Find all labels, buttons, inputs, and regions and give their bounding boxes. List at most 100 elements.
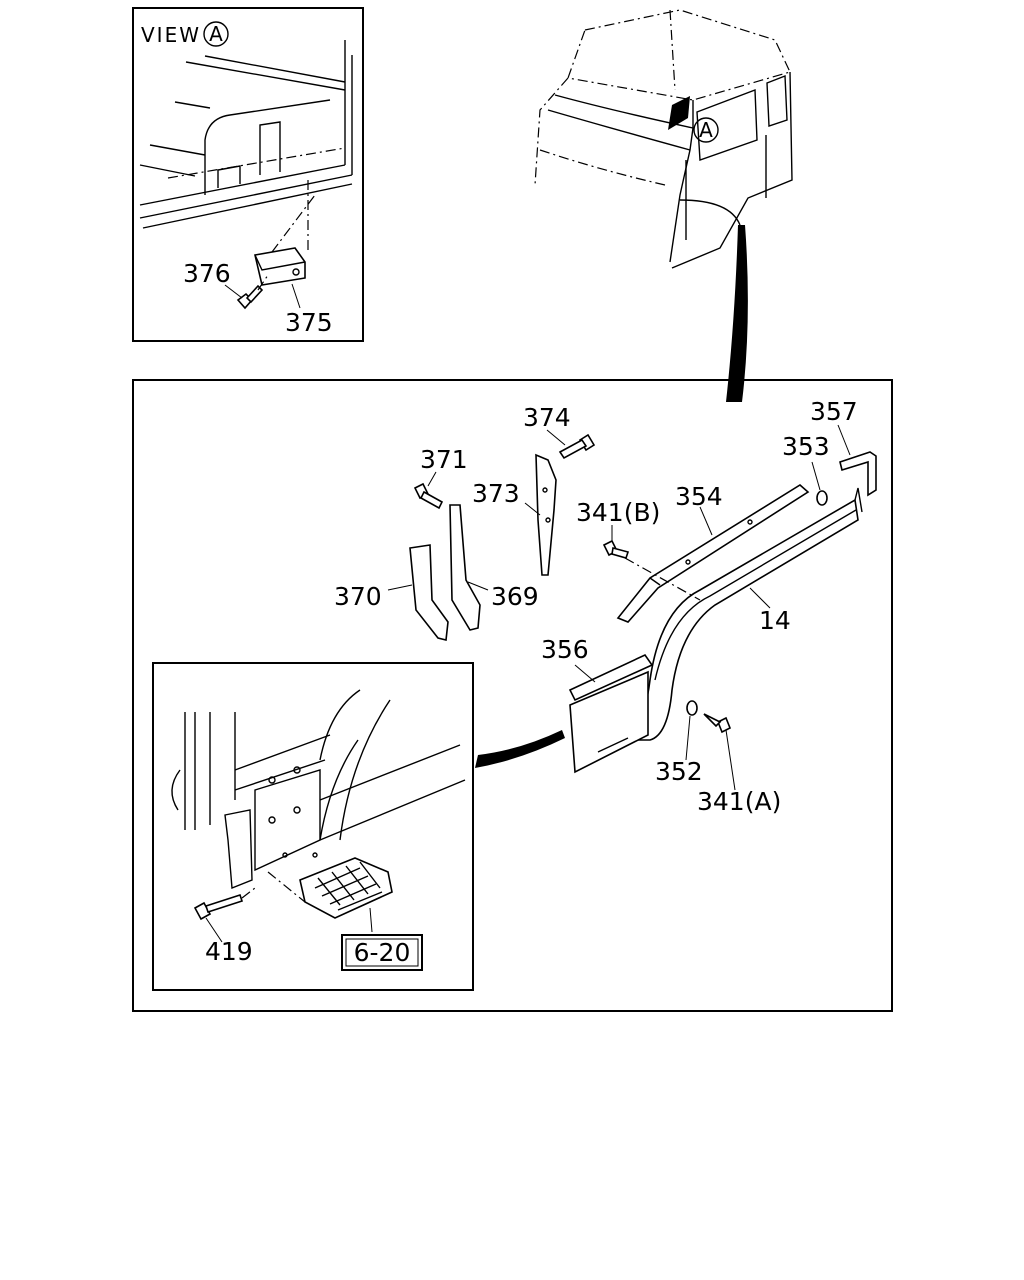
- washer-353: [816, 490, 828, 506]
- bracket-upright: [259, 121, 281, 175]
- cab-windshield: [539, 149, 666, 186]
- label-341a: 341(A): [697, 787, 781, 816]
- step-inset-frame: [152, 662, 474, 991]
- label-353: 353: [782, 432, 830, 461]
- view-a-frame: [132, 7, 364, 342]
- cab-roof: [567, 9, 791, 101]
- stay-373-hole-2: [545, 517, 551, 523]
- stay-373: [535, 453, 557, 576]
- step-connector-arrow: [475, 730, 565, 768]
- main-parts-frame: 374 371 373 357 353 341(B) 354 370 369 1…: [132, 379, 893, 1012]
- leader-356: [574, 664, 596, 683]
- floor-sill: [319, 744, 466, 841]
- roof-edge-2: [204, 55, 346, 83]
- panel-line: [174, 101, 211, 109]
- view-label: VIEW: [141, 23, 201, 47]
- view-marker: A: [209, 22, 223, 46]
- rail-356: [568, 653, 654, 702]
- label-374: 374: [523, 403, 571, 432]
- cab-a-pillar: [669, 100, 694, 263]
- cab-visor-2: [547, 109, 691, 151]
- roof-edge: [185, 61, 346, 91]
- leader-419: [205, 917, 223, 943]
- view-arrow: [668, 96, 690, 130]
- mud-flap: [569, 670, 649, 774]
- bolt-419: [193, 893, 244, 921]
- cover-370: [409, 544, 449, 641]
- leader-341a: [725, 729, 736, 791]
- rear-window: [766, 74, 788, 127]
- view-marker-circle: [203, 21, 229, 47]
- label-375: 375: [285, 308, 333, 337]
- leader-375: [291, 283, 301, 309]
- step-bracket: [224, 809, 253, 890]
- label-356: 356: [541, 635, 589, 664]
- label-373: 373: [472, 479, 520, 508]
- bolt-374: [558, 433, 596, 460]
- panel-edge: [204, 99, 331, 195]
- leader-354: [699, 506, 713, 536]
- leader-369: [467, 581, 489, 591]
- cab-marker-circle: [693, 117, 719, 143]
- step-mount: [254, 769, 321, 872]
- ref-box-frame: [341, 934, 423, 971]
- label-419: 419: [205, 937, 253, 966]
- cab-panel: [234, 734, 331, 791]
- leader-375-diag: [271, 194, 316, 253]
- cab-detail: [171, 769, 181, 811]
- leader-341b-dash: [624, 557, 701, 601]
- ref-box-inner: [345, 938, 419, 967]
- floor-line-1: [139, 164, 346, 206]
- label-14: 14: [759, 606, 791, 635]
- label-370: 370: [334, 582, 382, 611]
- leader-376-dash: [257, 274, 269, 291]
- view-a-inset: VIEW A 376 375: [132, 7, 364, 342]
- cab-overview: A: [534, 9, 793, 402]
- label-341b: 341(B): [576, 498, 660, 527]
- mud-flap-slot: [597, 737, 629, 753]
- leader-14: [749, 587, 771, 609]
- screw-341a: [703, 713, 732, 734]
- cab-marker: A: [699, 118, 713, 142]
- cab-front: [534, 77, 569, 186]
- bolt-341b: [602, 539, 630, 559]
- ref-box-label: 6-20: [354, 938, 411, 967]
- bolt-371: [413, 482, 444, 510]
- bracket-375-hole: [292, 268, 300, 276]
- floor-line-3: [142, 183, 353, 229]
- panel-line-2: [149, 144, 206, 156]
- panel-line-3: [139, 164, 196, 177]
- connector-arrow: [726, 225, 748, 402]
- label-352: 352: [655, 757, 703, 786]
- stay-373-hole: [542, 487, 548, 493]
- door-window: [696, 89, 758, 161]
- wheel-arch: [679, 199, 741, 226]
- step-plate: [299, 857, 393, 919]
- leader-352: [685, 715, 691, 761]
- leader-374: [546, 429, 566, 446]
- label-371: 371: [420, 445, 468, 474]
- main-frame: [132, 379, 893, 1012]
- cab-roof-seam: [669, 9, 676, 91]
- cab-posts: [184, 712, 236, 830]
- leader-ref: [369, 907, 373, 933]
- label-354: 354: [675, 482, 723, 511]
- step-inset: 419 6-20: [152, 662, 474, 991]
- label-376: 376: [183, 259, 231, 288]
- leader-376: [224, 284, 243, 299]
- cover-369: [449, 504, 481, 631]
- cab-side-rear: [671, 71, 793, 269]
- leader-353: [811, 461, 821, 491]
- wheel-arch-lines: [319, 689, 391, 841]
- leader-373: [524, 502, 541, 516]
- hidden-line: [167, 147, 346, 179]
- bracket-357: [839, 451, 877, 497]
- step-leader-dash: [267, 871, 306, 903]
- washer-352: [686, 700, 698, 716]
- seal-354: [616, 484, 810, 623]
- leader-357: [837, 424, 851, 456]
- leader-371: [427, 471, 437, 487]
- bolt-419-dash: [241, 887, 256, 899]
- floor-line-2: [139, 174, 353, 219]
